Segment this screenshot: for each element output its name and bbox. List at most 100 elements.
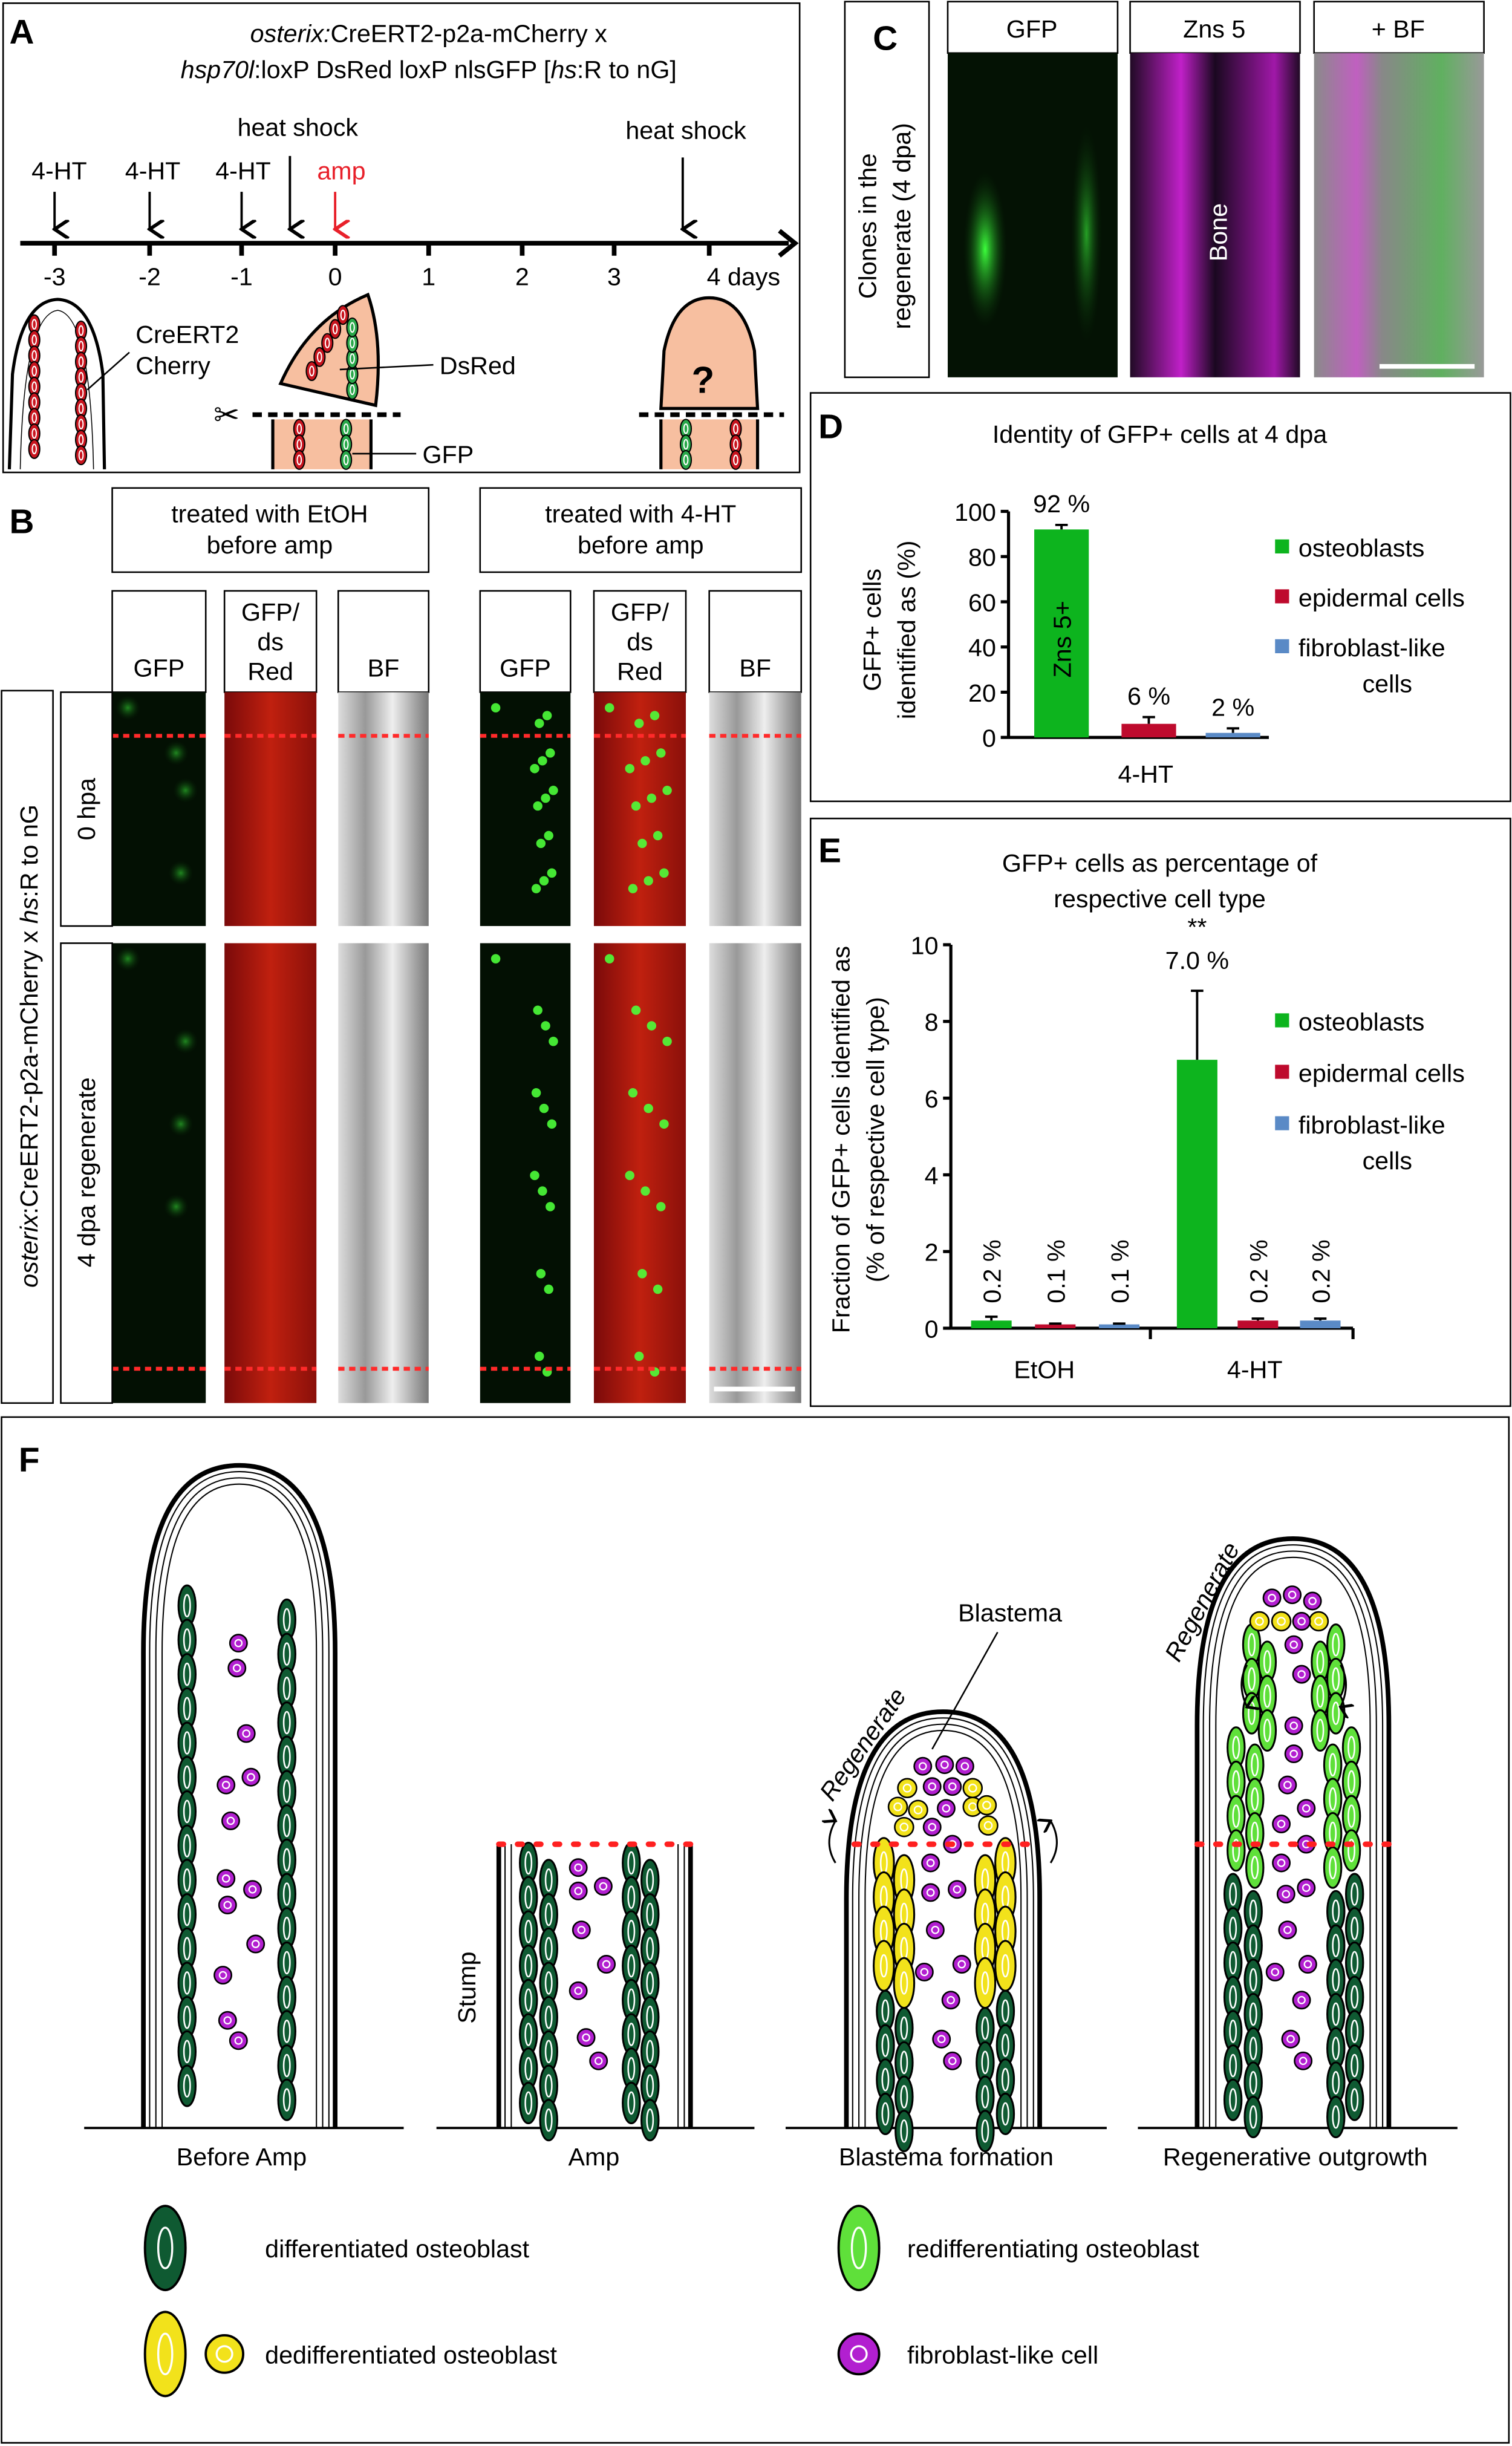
- osteoblast-nucleus: [1351, 2088, 1359, 2112]
- fibroblast-nucleus: [1308, 1597, 1317, 1605]
- cell-type-legend: differentiated osteoblast dedifferentiat…: [143, 2205, 1199, 2398]
- gfp-cell-signal: [631, 801, 641, 811]
- osteoblast-nucleus: [1329, 1753, 1337, 1776]
- column-header-box: [223, 590, 318, 693]
- cell-nucleus: [683, 454, 689, 466]
- osteoblast-icon: [1242, 1692, 1262, 1735]
- group-header-text: treated with EtOH: [171, 500, 368, 527]
- osteoblast-nucleus: [282, 1711, 291, 1735]
- heat-shock-label: heat shock: [625, 116, 746, 144]
- fibroblast-nucleus: [1289, 1640, 1299, 1649]
- micrograph-red: [224, 943, 317, 1403]
- y-axis-label: identified as (%): [893, 541, 921, 720]
- gfp-cell-signal: [538, 1186, 547, 1196]
- osteoblast-nucleus: [981, 2085, 989, 2108]
- gfp-cell-signal: [535, 1351, 544, 1362]
- fibroblast-nucleus: [232, 1663, 241, 1672]
- osteoblast-nucleus: [1232, 1735, 1240, 1759]
- osteoblast-nucleus: [1232, 1804, 1240, 1828]
- fibroblast-nucleus: [918, 1762, 927, 1771]
- fibroblast-nucleus: [1289, 1749, 1299, 1758]
- creert2-label: CreERT2: [135, 321, 239, 348]
- dedifferentiated-cell-icon: [1308, 1611, 1329, 1632]
- osteoblast-nucleus: [1347, 1770, 1355, 1794]
- gfp-cell-signal: [640, 756, 650, 766]
- fibroblast-like-cell-icon: [227, 1658, 247, 1678]
- osteoblast-nucleus: [1248, 1632, 1256, 1657]
- gfp-cell-signal: [533, 801, 543, 811]
- osteoblast-nucleus: [1232, 1770, 1240, 1794]
- cell-nucleus: [733, 423, 738, 434]
- fibroblast-like-cell-icon: [837, 2332, 881, 2376]
- gfp-cell-signal: [628, 884, 638, 893]
- osteoblast-nucleus: [282, 2053, 291, 2078]
- dedifferentiated-cell-icon: [978, 1815, 999, 1836]
- osteoblast-icon: [1243, 2096, 1263, 2139]
- osteoblast-nucleus: [183, 1594, 191, 1618]
- cell-nucleus: [296, 439, 302, 450]
- osteoblast-nucleus: [1249, 2037, 1257, 2061]
- gfp-cell-signal: [536, 838, 546, 849]
- data-label: 0.1 %: [1106, 1239, 1134, 1303]
- gfp-cell-signal: [547, 868, 557, 878]
- panel-letter: A: [9, 13, 34, 51]
- chart-title: Identity of GFP+ cells at 4 dpa: [992, 420, 1327, 448]
- osteoblast-nucleus: [900, 1971, 908, 1995]
- cell-nucleus: [31, 381, 37, 393]
- fibroblast-like-cell-icon: [1292, 1991, 1311, 2010]
- cell-nucleus: [1255, 1617, 1264, 1626]
- osteoblast-nucleus: [881, 2102, 890, 2126]
- treatment-label: 4-HT: [125, 157, 181, 184]
- column-header: GFP/: [241, 598, 300, 626]
- timeline-tick-label: 0: [328, 263, 342, 291]
- fibroblast-like-cell-icon: [593, 1877, 613, 1896]
- fibroblast-nucleus: [251, 1940, 260, 1948]
- y-tick-label: 2: [925, 1239, 939, 1267]
- osteoblast-nucleus: [524, 1851, 533, 1875]
- cell-nucleus: [78, 434, 84, 445]
- timeline-tick-label: -2: [138, 263, 161, 291]
- cell-nucleus: [968, 1802, 977, 1812]
- fibroblast-nucleus: [574, 1887, 583, 1896]
- fibroblast-like-cell-icon: [1272, 1815, 1291, 1834]
- group-header-text: treated with 4-HT: [545, 500, 736, 527]
- fibroblast-like-cell-icon: [948, 1880, 966, 1899]
- cell-nucleus: [343, 423, 349, 434]
- gfp-cell-signal: [115, 695, 140, 720]
- gfp-cell-signal: [163, 740, 189, 766]
- cell-nucleus: [78, 387, 84, 399]
- gfp-cell-signal: [536, 1269, 546, 1279]
- osteoblast-icon: [1323, 1846, 1343, 1889]
- fibroblast-nucleus: [1283, 1925, 1292, 1934]
- fibroblast-nucleus: [920, 1968, 929, 1977]
- osteoblast-nucleus: [1263, 1718, 1271, 1743]
- panel-letter: B: [9, 503, 34, 541]
- fibroblast-nucleus: [1282, 1890, 1291, 1899]
- gfp-cell-signal: [538, 756, 547, 766]
- osteoblast-nucleus: [1347, 1839, 1355, 1862]
- legend-swatch: [1275, 1116, 1289, 1130]
- column-header: BF: [739, 654, 771, 682]
- osteoblast-nucleus: [1351, 1985, 1359, 2009]
- group-header-text: before amp: [578, 531, 704, 559]
- fin-outline: [844, 1709, 1042, 2128]
- fibroblast-nucleus: [928, 1822, 937, 1831]
- osteoblast-nucleus: [1332, 1968, 1340, 1992]
- gfp-cell-signal: [653, 1284, 663, 1294]
- osteoblast-icon: [893, 1957, 916, 2009]
- gfp-cell-signal: [115, 946, 140, 971]
- fibroblast-like-cell-icon: [1297, 1878, 1316, 1897]
- micrograph-bf: [709, 692, 801, 927]
- cell-icon: [336, 305, 350, 325]
- osteoblast-nucleus: [1229, 1951, 1237, 1975]
- cell-nucleus: [902, 1783, 912, 1793]
- osteoblast-nucleus: [1249, 1968, 1257, 1992]
- panel-letter: F: [19, 1441, 40, 1479]
- cell-nucleus: [324, 338, 330, 348]
- group-header-4ht: [479, 487, 803, 573]
- data-label: 0.2 %: [1307, 1239, 1335, 1303]
- panel-c: C Clones in the regenerate (4 dpa) GFP Z…: [844, 1, 1485, 379]
- osteoblast-nucleus: [627, 1920, 636, 1943]
- micrograph-red: [593, 692, 686, 927]
